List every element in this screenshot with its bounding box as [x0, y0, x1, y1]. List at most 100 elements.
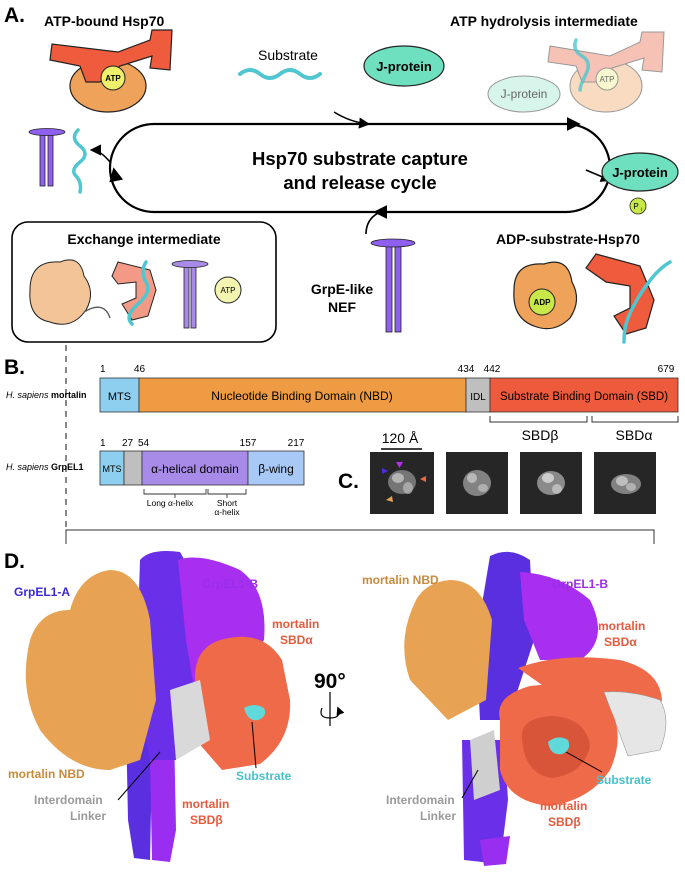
rotation-label: 90° [314, 670, 346, 693]
right-nbd [404, 580, 492, 720]
mortalin-name: H. sapiens mortalin [6, 390, 87, 400]
rotation-arrow-icon [320, 706, 345, 719]
right-grpel1-a [476, 551, 534, 720]
right-linker-density [603, 691, 667, 757]
sbdb-label: SBDβ [522, 427, 559, 443]
arrowhead-blue [382, 468, 388, 474]
released-substrate [72, 128, 87, 194]
panel-c-label: C. [338, 470, 359, 493]
mortalin-tick-679: 679 [658, 364, 675, 375]
grpel1-bwing-label: β-wing [258, 462, 294, 476]
class-average-3 [520, 452, 582, 514]
right-stalk-tip [480, 836, 510, 866]
right-sbdb-label-1: mortalin [540, 799, 587, 813]
exchange-linker [83, 306, 111, 319]
right-linker-label-2: Linker [420, 809, 456, 823]
jprotein-right-label: J-protein [612, 165, 668, 180]
arrowhead-red [420, 476, 426, 482]
exchange-intermediate: ATP [29, 259, 242, 329]
class-average-2 [446, 452, 508, 514]
grpel1-mts [99, 450, 125, 486]
long-helix-bracket [143, 489, 207, 495]
grpel1-tick-27: 27 [122, 438, 134, 449]
sbdb-bracket [489, 416, 588, 423]
atp-text: ATP [105, 74, 121, 83]
left-substrate-label: Substrate [236, 769, 292, 783]
mortalin-mts-label: MTS [108, 391, 131, 403]
mortalin-tick-442: 442 [484, 364, 501, 375]
grpel1-tick-217: 217 [288, 438, 305, 449]
grpel1-tick-1: 1 [100, 438, 106, 449]
pi-sub: i [641, 207, 642, 213]
jprotein-right [601, 152, 679, 192]
panel-d-label: D. [4, 550, 25, 573]
left-linker [170, 680, 210, 760]
right-grpel1-b [520, 572, 598, 660]
right-linker-label-1: Interdomain [386, 793, 455, 807]
grpel1-tick-54: 54 [138, 438, 150, 449]
adp-title: ADP-substrate-Hsp70 [496, 231, 640, 247]
exchange-title: Exchange intermediate [67, 231, 220, 247]
exchange-box [11, 221, 277, 343]
exchange-atp-text: ATP [221, 286, 236, 295]
class-average-4 [594, 452, 656, 514]
mortalin-tick-46: 46 [134, 364, 146, 375]
left-linker-pointer [117, 751, 161, 801]
jprotein-top [363, 45, 445, 87]
atp-bound-title: ATP-bound Hsp70 [44, 13, 165, 29]
grpel1-tick-157: 157 [240, 438, 257, 449]
jprotein-top-label: J-protein [376, 59, 432, 74]
atp-bound-hsp70: ATP [49, 29, 173, 113]
mortalin-idl-label: IDL [470, 392, 486, 403]
sbd-lid [49, 29, 173, 83]
right-substrate-pointer [565, 751, 603, 773]
arrow-substrate-in [333, 111, 371, 129]
atp-hydrolysis-title: ATP hydrolysis intermediate [450, 13, 638, 29]
grpel1-helical [141, 450, 249, 486]
right-sbda-label-1: mortalin [598, 619, 645, 633]
substrate-faded [573, 38, 590, 92]
jprotein-faded [487, 75, 561, 113]
pi-circle [629, 197, 647, 215]
mortalin-nbd-label: Nucleotide Binding Domain (NBD) [211, 389, 392, 403]
pi-text: P [633, 202, 638, 211]
adp-circle [528, 288, 556, 316]
cryo-em-map-left [25, 551, 291, 862]
mortalin-sbd [489, 377, 679, 413]
arrow-release [89, 144, 111, 163]
atp-faded [595, 67, 619, 91]
long-helix-label: Long α-helix [147, 498, 194, 508]
mortalin-nbd [138, 377, 467, 413]
panel-a-label: A. [4, 4, 25, 27]
sbda-bracket [591, 416, 679, 423]
left-helix-b-stalk [150, 730, 176, 862]
adp-sbd [585, 253, 655, 335]
left-nbd-label: mortalin NBD [8, 767, 85, 781]
panel-b-label: B. [4, 356, 25, 379]
panel-d: D. GrpEL1-A GrpEL1-B mortalin SBDα morta… [4, 550, 667, 866]
arrow-left [109, 167, 124, 183]
left-nbd [25, 570, 156, 770]
left-linker-label-1: Interdomain [34, 793, 103, 807]
panel-a: A. ATP-bound Hsp70 ATP Substrate J-prote… [4, 4, 679, 344]
grpe-line2: NEF [328, 299, 356, 315]
exchange-sbd [111, 261, 157, 321]
short-helix-label-2: α-helix [214, 507, 240, 517]
sbd-faded [547, 31, 665, 83]
class-average-1 [370, 452, 434, 514]
right-linker [470, 730, 500, 800]
right-linker-pointer [461, 769, 479, 799]
short-helix-label-1: Short [217, 498, 238, 508]
left-sbda-label-2: SBDα [280, 633, 313, 647]
grpel1-helical-label: α-helical domain [151, 462, 239, 476]
panel-b: B. H. sapiens mortalin 1 46 434 442 679 … [4, 356, 679, 517]
left-grpel1-b-label: GrpEL1-B [202, 577, 258, 591]
grpe-nef [370, 238, 416, 333]
mortalin-tick-434: 434 [458, 364, 475, 375]
atp-circle [100, 65, 126, 91]
left-linker-label-2: Linker [70, 809, 106, 823]
substrate-squiggle [238, 68, 322, 80]
left-sbdb-label-2: SBDβ [190, 813, 223, 827]
jprotein-faded-label: J-protein [501, 87, 548, 101]
